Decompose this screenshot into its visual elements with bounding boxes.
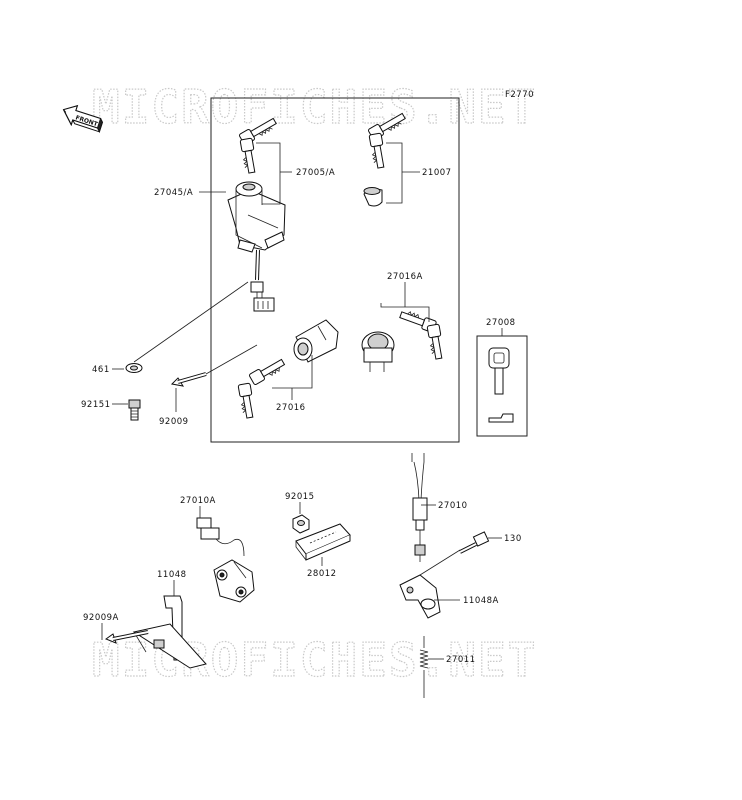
key-cap-icon bbox=[363, 187, 383, 207]
label-27011: 27011 bbox=[446, 655, 476, 665]
ignition-switch-icon bbox=[227, 181, 286, 312]
switch-27010a-icon bbox=[196, 517, 255, 603]
keys-21007-icon bbox=[368, 112, 406, 169]
label-27005a: 27005/A bbox=[296, 168, 335, 178]
screw-92009a-icon bbox=[104, 630, 149, 644]
label-461: 461 bbox=[92, 365, 110, 375]
keys-27016-icon bbox=[237, 358, 286, 419]
pad-28012-icon bbox=[295, 523, 351, 561]
label-27010: 27010 bbox=[438, 501, 468, 511]
keys-27016a-icon bbox=[399, 311, 443, 360]
screw-92009-icon bbox=[170, 372, 207, 387]
watermark-top: MICROFICHES.NET bbox=[92, 80, 537, 134]
label-92015: 92015 bbox=[285, 492, 315, 502]
spring-27011-icon bbox=[419, 636, 429, 698]
label-27045a: 27045/A bbox=[154, 188, 193, 198]
label-92009a: 92009A bbox=[83, 613, 119, 623]
bolt-130-icon bbox=[459, 531, 490, 554]
label-92151: 92151 bbox=[81, 400, 111, 410]
lock-cylinder-icon bbox=[293, 319, 339, 363]
bolt-92151-icon bbox=[128, 399, 141, 421]
key-blank-icon bbox=[488, 347, 514, 423]
nut-icon bbox=[292, 514, 310, 534]
label-27016a: 27016A bbox=[387, 272, 423, 282]
label-27008: 27008 bbox=[486, 318, 516, 328]
label-11048: 11048 bbox=[157, 570, 187, 580]
seat-lock-icon bbox=[361, 331, 395, 372]
switch-27010-icon bbox=[411, 453, 428, 562]
label-130: 130 bbox=[504, 534, 522, 544]
label-11048a: 11048A bbox=[463, 596, 499, 606]
ignition-keys-27005-icon bbox=[239, 117, 277, 174]
bracket-11048-icon bbox=[132, 595, 207, 669]
bracket-11048a-icon bbox=[399, 574, 441, 619]
leader-lines bbox=[101, 142, 503, 660]
label-92009: 92009 bbox=[159, 417, 189, 427]
label-27016: 27016 bbox=[276, 403, 306, 413]
label-27010a: 27010A bbox=[180, 496, 216, 506]
label-21007: 21007 bbox=[422, 168, 452, 178]
washer-icon bbox=[125, 363, 143, 373]
label-28012: 28012 bbox=[307, 569, 337, 579]
diagram-id: F2770 bbox=[505, 90, 534, 100]
assembly-box bbox=[210, 97, 460, 443]
